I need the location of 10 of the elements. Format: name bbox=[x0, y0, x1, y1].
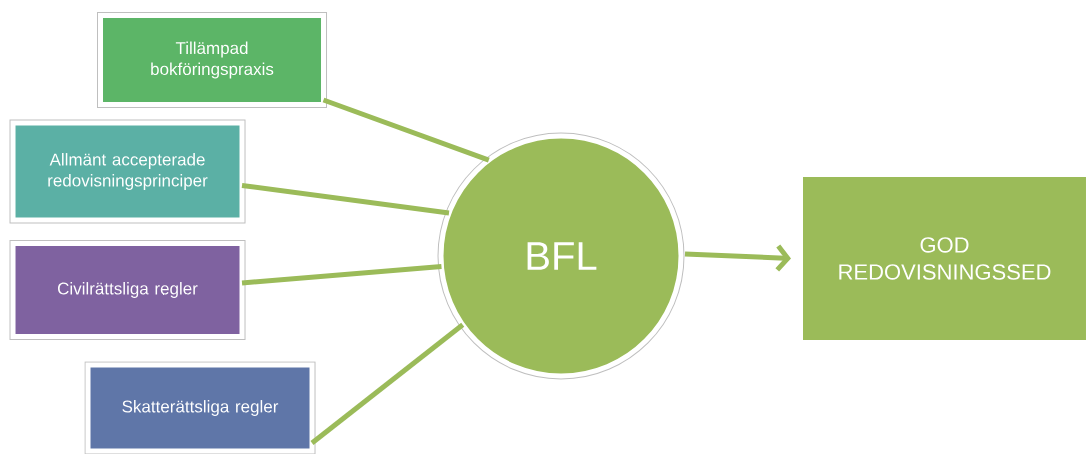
result-box: GOD REDOVISNINGSSED bbox=[803, 177, 1086, 340]
connector-line bbox=[241, 183, 450, 216]
category-box: Skatterättsliga regler bbox=[84, 361, 316, 454]
category-box: Civilrättsliga regler bbox=[9, 240, 246, 340]
category-box: Tillämpad bokföringspraxis bbox=[97, 12, 327, 108]
connector-line bbox=[310, 322, 465, 445]
connector-line bbox=[241, 263, 442, 286]
arrow bbox=[684, 244, 791, 272]
category-box: Allmänt accepterade redovisningsprinciper bbox=[9, 119, 246, 224]
connector-line bbox=[322, 97, 490, 163]
